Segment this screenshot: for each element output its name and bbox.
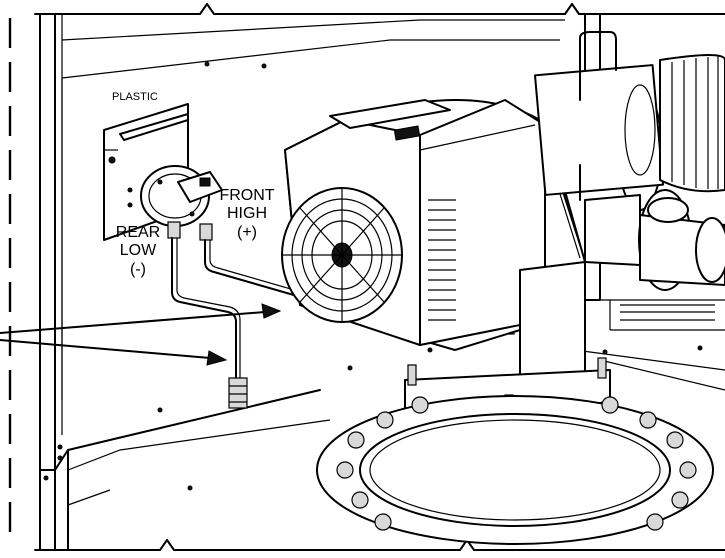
gas-valve [584, 189, 725, 291]
label-front-high: FRONT HIGH (+) [212, 187, 282, 242]
label-front-line-1: FRONT [219, 187, 275, 204]
label-plastic: PLASTIC [112, 91, 158, 103]
cabinet-frame [39, 13, 725, 551]
callout-arrows [0, 303, 282, 366]
pressure-switch [140, 165, 223, 241]
burner-flange [316, 395, 714, 545]
fan-guard [281, 187, 403, 323]
bottom-break-line [34, 539, 725, 551]
label-front-line-3: (+) [237, 223, 257, 241]
label-rear-line-2: LOW [119, 242, 157, 260]
label-front-line-2: HIGH [227, 205, 267, 223]
label-rear-line-1: REAR [115, 224, 161, 241]
vent-grille [428, 199, 456, 321]
label-rear-low: REAR LOW (-) [102, 224, 174, 279]
label-rear-line-3: (-) [130, 260, 146, 278]
top-break-line [34, 3, 725, 15]
